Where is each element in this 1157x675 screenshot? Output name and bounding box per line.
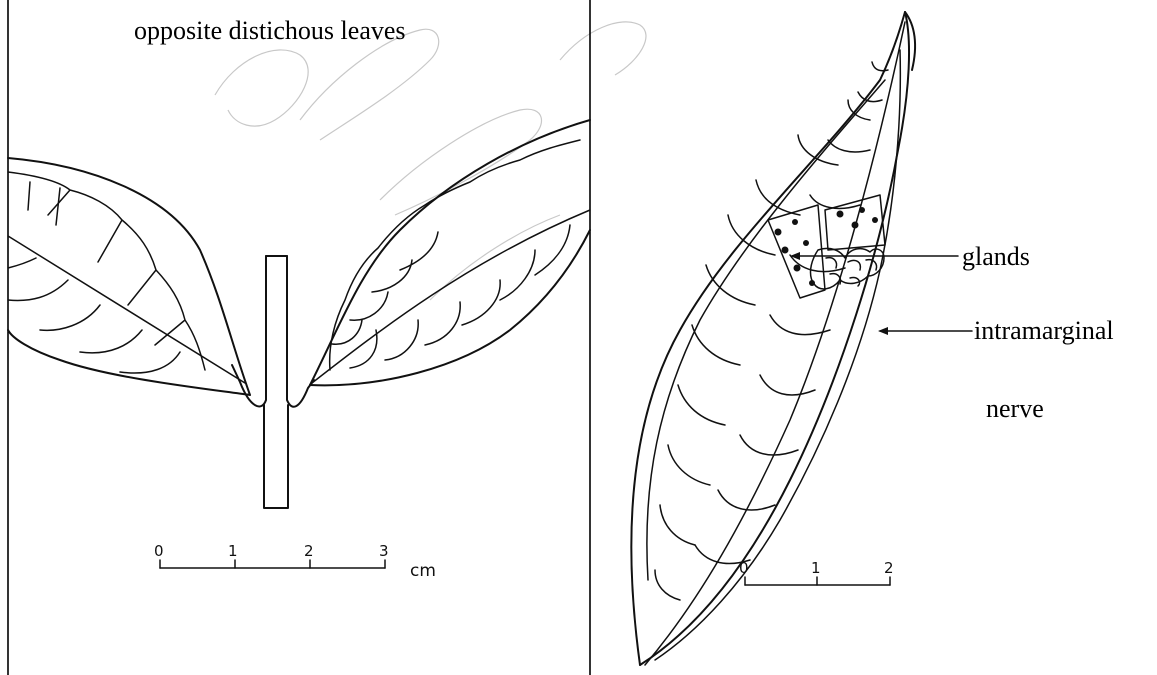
left-panel-title: opposite distichous leaves <box>134 16 406 45</box>
label-intramarginal: intramarginal <box>974 316 1114 345</box>
right-scale-bar: 0 1 2 <box>739 559 894 585</box>
watermark <box>215 22 646 300</box>
right-panel: glands intramarginal nerve 0 1 2 <box>631 12 1113 665</box>
left-scale-tick-2: 2 <box>304 542 314 560</box>
right-scale-tick-0: 0 <box>739 559 749 577</box>
panel-frames <box>8 0 590 675</box>
left-scale-tick-3: 3 <box>379 542 389 560</box>
detail-leaf <box>631 12 915 665</box>
left-scale-tick-0: 0 <box>154 542 164 560</box>
right-scale-tick-2: 2 <box>884 559 894 577</box>
left-panel: opposite distichous leaves <box>8 16 590 581</box>
left-scale-tick-1: 1 <box>228 542 238 560</box>
label-glands: glands <box>962 242 1030 271</box>
right-leaf <box>310 120 590 385</box>
right-scale-tick-1: 1 <box>811 559 821 577</box>
label-nerve: nerve <box>986 394 1044 423</box>
left-scale-unit: cm <box>410 561 436 581</box>
left-scale-bar: 0 1 2 3 cm <box>154 542 436 581</box>
left-leaf <box>8 158 250 395</box>
